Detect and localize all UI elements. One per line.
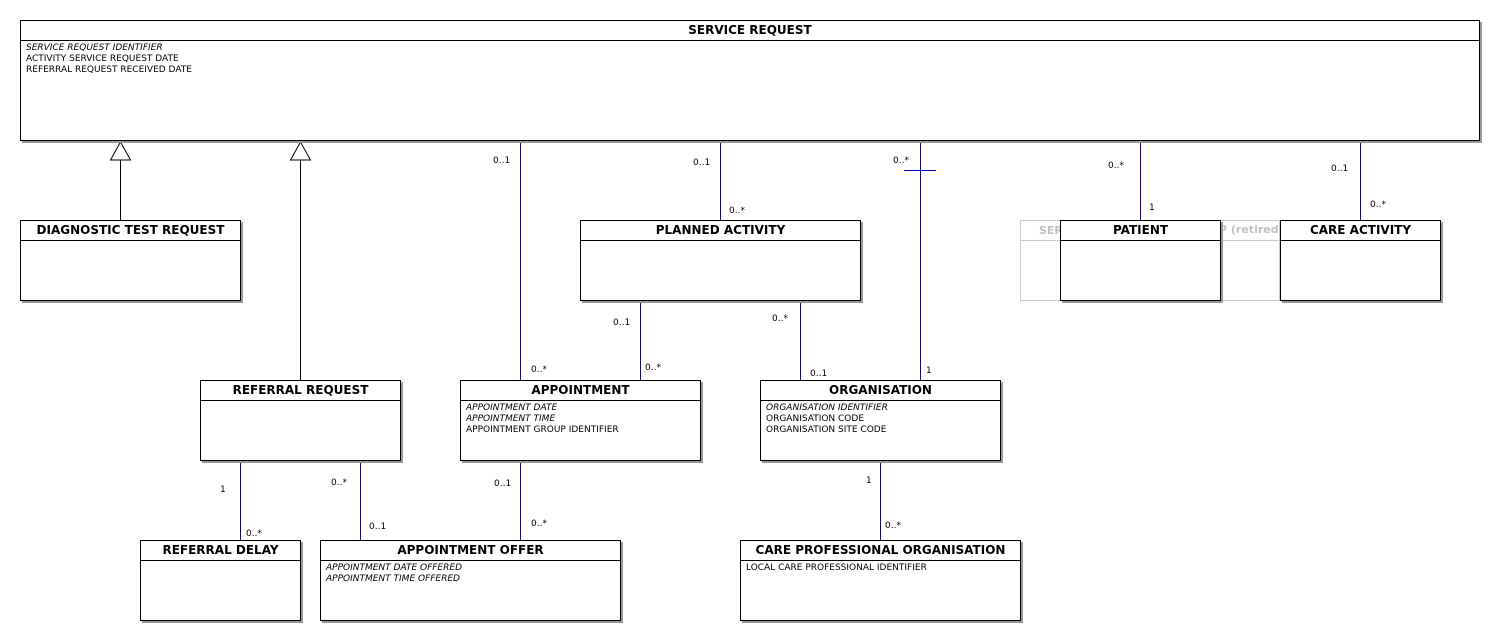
entity-title: REFERRAL REQUEST [201, 381, 400, 401]
attribute-key: APPOINTMENT TIME [466, 414, 556, 424]
entity-title: PATIENT [1061, 221, 1220, 241]
attribute: ORGANISATION CODE [766, 414, 865, 424]
generalisation-arrow-diagnostic [109, 140, 132, 161]
multiplicity-label: 0..* [893, 156, 909, 166]
attribute: ORGANISATION SITE CODE [766, 425, 887, 435]
entity-title: CARE PROFESSIONAL ORGANISATION [741, 541, 1020, 561]
attribute-list: APPOINTMENT DATE OFFERED APPOINTMENT TIM… [321, 561, 620, 587]
multiplicity-label: 0..* [885, 521, 901, 531]
attribute-key: APPOINTMENT DATE OFFERED [326, 563, 462, 573]
multiplicity-label: 0..1 [369, 522, 387, 532]
multiplicity-label: 0..* [1370, 200, 1386, 210]
multiplicity-label: 0..* [645, 363, 661, 373]
entity-appointment-offer[interactable]: APPOINTMENT OFFER APPOINTMENT DATE OFFER… [320, 540, 621, 621]
entity-title: APPOINTMENT [461, 381, 700, 401]
entity-title: ORGANISATION [761, 381, 1000, 401]
attribute: LOCAL CARE PROFESSIONAL IDENTIFIER [746, 563, 927, 573]
entity-service-request[interactable]: SERVICE REQUEST SERVICE REQUEST IDENTIFI… [20, 20, 1480, 141]
attribute-list: LOCAL CARE PROFESSIONAL IDENTIFIER [741, 561, 1020, 576]
generalisation-arrow-referral [289, 140, 312, 161]
attribute-key: APPOINTMENT DATE [466, 403, 558, 413]
multiplicity-label: 0..* [729, 206, 745, 216]
multiplicity-label: 1 [220, 485, 226, 495]
multiplicity-label: 0..1 [693, 158, 711, 168]
attribute-key: APPOINTMENT TIME OFFERED [326, 574, 460, 584]
multiplicity-label: 0..1 [613, 318, 631, 328]
attribute-list: APPOINTMENT DATE APPOINTMENT TIME APPOIN… [461, 401, 700, 438]
multiplicity-label: 0..* [772, 314, 788, 324]
multiplicity-label: 0..* [531, 519, 547, 529]
entity-title: DIAGNOSTIC TEST REQUEST [21, 221, 240, 241]
entity-referral-delay[interactable]: REFERRAL DELAY [140, 540, 301, 621]
attribute: REFERRAL REQUEST RECEIVED DATE [26, 65, 192, 75]
entity-title: REFERRAL DELAY [141, 541, 300, 561]
entity-title: PLANNED ACTIVITY [581, 221, 860, 241]
entity-appointment[interactable]: APPOINTMENT APPOINTMENT DATE APPOINTMENT… [460, 380, 701, 461]
multiplicity-label: 0..* [246, 529, 262, 539]
multiplicity-label: 0..* [1108, 161, 1124, 171]
multiplicity-label: 0..1 [493, 156, 511, 166]
entity-patient[interactable]: PATIENT [1060, 220, 1221, 301]
attribute-list: SERVICE REQUEST IDENTIFIER ACTIVITY SERV… [21, 41, 1479, 78]
entity-organisation[interactable]: ORGANISATION ORGANISATION IDENTIFIER ORG… [760, 380, 1001, 461]
multiplicity-label: 1 [1149, 203, 1155, 213]
entity-title: CARE ACTIVITY [1281, 221, 1440, 241]
attribute: ACTIVITY SERVICE REQUEST DATE [26, 54, 179, 64]
multiplicity-label: 0..1 [810, 369, 828, 379]
multiplicity-label: 1 [866, 476, 872, 486]
multiplicity-label: 1 [926, 366, 932, 376]
entity-planned-activity[interactable]: PLANNED ACTIVITY [580, 220, 861, 301]
entity-care-professional-organisation[interactable]: CARE PROFESSIONAL ORGANISATION LOCAL CAR… [740, 540, 1021, 621]
entity-title: SERVICE REQUEST [21, 21, 1479, 41]
entity-title: APPOINTMENT OFFER [321, 541, 620, 561]
attribute: APPOINTMENT GROUP IDENTIFIER [466, 425, 619, 435]
entity-care-activity[interactable]: CARE ACTIVITY [1280, 220, 1441, 301]
multiplicity-label: 0..* [331, 478, 347, 488]
multiplicity-label: 0..* [531, 365, 547, 375]
attribute-list: ORGANISATION IDENTIFIER ORGANISATION COD… [761, 401, 1000, 438]
attribute-key: ORGANISATION IDENTIFIER [766, 403, 888, 413]
retired-entity-title-end: P (retired) [1219, 223, 1284, 236]
attribute-key: SERVICE REQUEST IDENTIFIER [26, 43, 163, 53]
multiplicity-label: 0..1 [1331, 164, 1349, 174]
entity-referral-request[interactable]: REFERRAL REQUEST [200, 380, 401, 461]
multiplicity-label: 0..1 [494, 479, 512, 489]
entity-diagnostic-test-request[interactable]: DIAGNOSTIC TEST REQUEST [20, 220, 241, 301]
